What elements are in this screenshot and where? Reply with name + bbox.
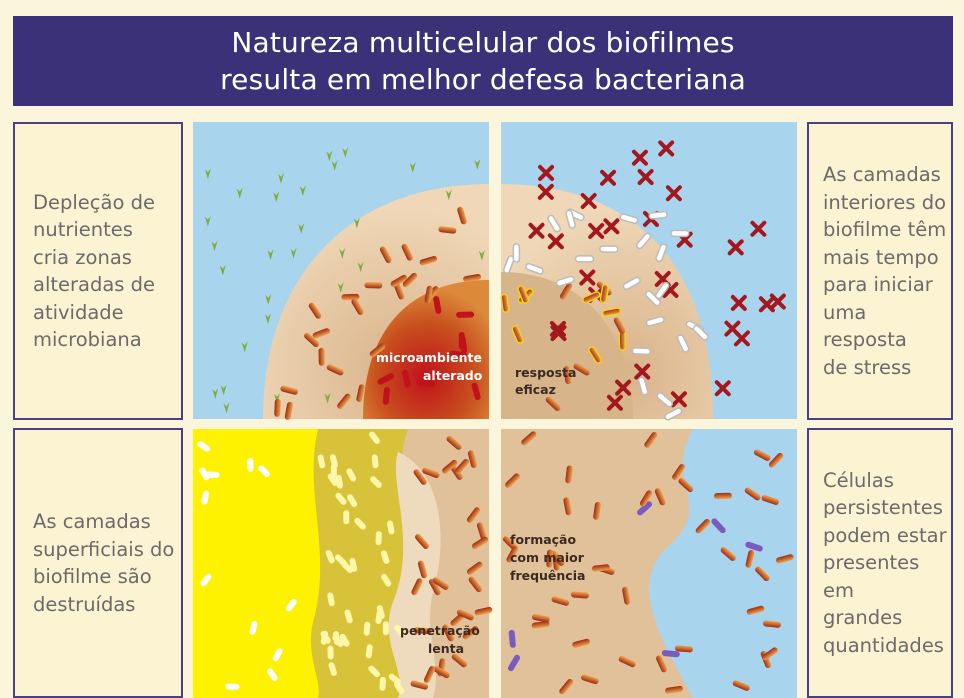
caption-line: microbiana [33,326,155,354]
divider-horizontal [193,419,797,429]
caption-line: As camadas [823,161,951,189]
caption-line: presentes em [823,549,951,604]
caption-line: persistentes [823,494,951,522]
caption-line: para iniciar [823,271,951,299]
caption-line: alteradas de [33,271,155,299]
label-penetracao-1: penetração [400,623,480,638]
bacterium [341,294,359,301]
degraded-cell [331,464,337,478]
bacterium [619,332,625,350]
caption-line: grandes [823,604,951,632]
inactive-bacterium [649,211,668,219]
bacterium [364,282,382,288]
caption-box-top-right: As camadas interiores do biofilme têm ma… [807,122,953,420]
caption-line: cria zonas [33,244,155,272]
caption-box-bottom-right: Células persistentes podem estar present… [807,428,953,698]
caption-line: quantidades [823,632,951,660]
inactive-bacterium [632,348,650,355]
label-microambiente-2: alterado [423,368,483,383]
caption-line: superficiais do [33,536,174,564]
caption-line: podem estar [823,522,951,550]
bacterium [501,294,509,313]
label-formacao-2: com maior [510,550,585,565]
degraded-cell [379,677,386,691]
caption-line: biofilme são [33,563,174,591]
bacterium [318,348,324,366]
caption-top-right: As camadas interiores do biofilme têm ma… [823,161,951,381]
inactive-bacterium [600,246,618,252]
antibiotic-front [193,429,320,698]
caption-bottom-left: As camadas superficiais do biofilme são … [33,508,174,618]
label-formacao-3: frequência [510,568,585,583]
caption-box-top-left: Depleção de nutrientes cria zonas altera… [13,122,183,420]
biofilm-illustration: microambiente alterado resposta eficaz p… [193,122,797,698]
inactive-bacterium [576,256,594,262]
caption-top-left: Depleção de nutrientes cria zonas altera… [33,189,155,354]
label-formacao-1: formação [510,532,576,547]
degraded-cell [383,621,389,635]
caption-line: de stress [823,354,951,382]
caption-line: atividade [33,299,155,327]
bacterium [274,399,281,417]
inactive-bacterium [671,230,689,236]
degraded-cell [225,683,239,690]
caption-line: nutrientes [33,216,155,244]
degraded-cell [327,645,333,659]
inactive-bacterium [513,244,519,262]
caption-line: Depleção de [33,189,155,217]
caption-line: destruídas [33,591,174,619]
caption-bottom-right: Células persistentes podem estar present… [823,467,951,660]
caption-line: interiores do [823,189,951,217]
degraded-cell [364,622,371,636]
caption-box-bottom-left: As camadas superficiais do biofilme são … [13,428,183,698]
caption-line: mais tempo [823,244,951,272]
degraded-cell [247,458,253,472]
caption-line: uma resposta [823,299,951,354]
bacterium [456,311,474,318]
title-line-1: Natureza multicelular dos biofilmes [231,24,734,61]
label-penetracao-2: lenta [428,641,464,656]
title-line-2: resulta em melhor defesa bacteriana [220,61,746,98]
degraded-cell [343,510,349,524]
label-resposta-1: resposta [515,365,576,380]
caption-line: Células [823,467,951,495]
degraded-cell [375,531,382,545]
title-banner: Natureza multicelular dos biofilmes resu… [13,16,953,106]
caption-line: As camadas [33,508,174,536]
label-resposta-2: eficaz [515,382,556,397]
bacterium [714,493,732,500]
caption-line: biofilme têm [823,216,951,244]
label-microambiente-1: microambiente [376,350,482,365]
